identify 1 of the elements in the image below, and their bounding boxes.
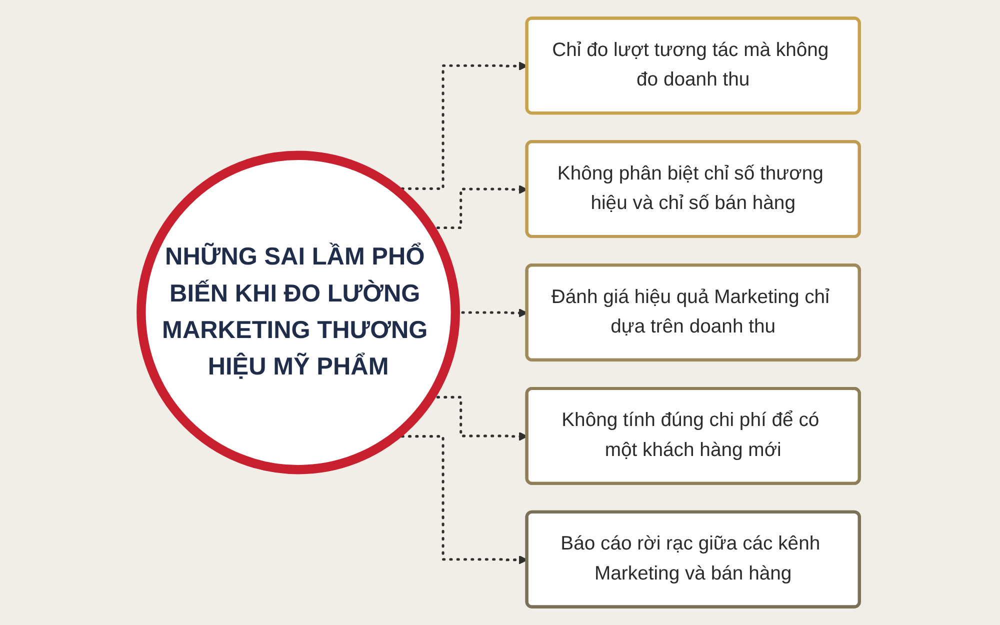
node-circle: NHỮNG SAI LẦM PHỔ BIẾN KHI ĐO LƯỜNG MARKETING THƯƠNG HIỆU MỸ PHẨM xyxy=(136,150,460,474)
